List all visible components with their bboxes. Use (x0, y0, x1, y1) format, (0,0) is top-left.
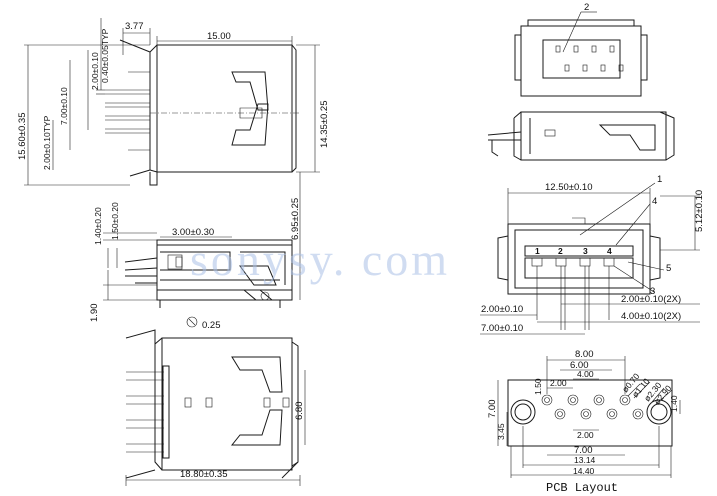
dim-top-view-height: 6.80 (294, 402, 305, 421)
pcb-dim-2: 2.00 (550, 378, 567, 388)
dim-width: 15.00 (207, 31, 231, 42)
pin-2: 2 (558, 246, 563, 256)
dim-front-bottom: 1.90 (89, 304, 100, 323)
dim-detail-c: 2.00±0.10(2X) (621, 294, 681, 305)
callout-4: 4 (652, 196, 657, 207)
pcb-dim-13-14: 13.14 (574, 455, 596, 465)
callout-3: 3 (650, 286, 655, 297)
pcb-dim-1-5: 1.50 (533, 378, 543, 395)
pcb-holes (510, 394, 672, 425)
dim-typ-1: 0.40±0.05TYP (100, 28, 110, 83)
side-view: 3.77 15.00 15.60±0.35 14.35±0.25 0.40±0.… (17, 18, 330, 186)
dim-detail-b: 7.00±0.10 (481, 323, 523, 334)
pin-1: 1 (535, 246, 540, 256)
pcb-dim-8: 8.00 (575, 349, 594, 360)
pcb-dim-3-45: 3.45 (496, 423, 506, 440)
side-view-2 (487, 111, 675, 161)
front-detail: 1 2 3 4 1 4 5 3 12.50±0.10 5.12±0.10 (480, 174, 705, 335)
dim-top-view-width: 18.80±0.35 (180, 469, 227, 480)
dim-top-offset: 3.77 (125, 21, 144, 32)
dim-top-2: 1.50±0.20 (110, 202, 120, 240)
callout-1: 1 (657, 174, 662, 185)
dim-detail-width: 12.50±0.10 (545, 182, 592, 193)
dim-detail-a: 2.00±0.10 (481, 304, 523, 315)
dim-pitch: 2.00±0.10 (90, 52, 100, 90)
pcb-dim-7: 7.00 (487, 400, 498, 419)
pin-pads (531, 257, 615, 267)
dim-detail-d: 4.00±0.10(2X) (621, 311, 681, 322)
dim-height-left: 15.60±0.35 (17, 113, 28, 160)
pcb-dim-14-40: 14.40 (573, 466, 595, 476)
pcb-dim-6: 6.00 (570, 360, 589, 371)
dim-detail-height: 5.12±0.10 (694, 190, 705, 232)
pcb-dim-2b: 2.00 (577, 430, 594, 440)
dim-height-right: 14.35±0.25 (319, 101, 330, 148)
contact-slots (555, 45, 624, 72)
pcb-dim-1-40: 1.40 (669, 395, 679, 412)
pcb-layout: 8.00 6.00 4.00 2.00 1.50 ø0.70 ø1.10 ø2.… (487, 349, 681, 495)
pcb-layout-title: PCB Layout (546, 481, 618, 495)
dim-front-width: 3.00±0.30 (172, 227, 214, 238)
callout-5: 5 (666, 263, 671, 274)
dim-span: 7.00±0.10 (59, 87, 69, 125)
dim-top-1: 1.40±0.20 (93, 207, 103, 245)
pin-3: 3 (583, 246, 588, 256)
callout-2: 2 (584, 2, 589, 13)
pcb-dim-7b: 7.00 (574, 445, 593, 456)
dim-front-height: 6.95±0.25 (290, 198, 301, 240)
front-view: 1.40±0.20 1.50±0.20 3.00±0.30 6.95±0.25 … (89, 172, 301, 322)
watermark: sonysy. com (190, 234, 450, 285)
dim-typ-2: 2.00±0.10TYP (42, 115, 52, 170)
face-view: 2 (514, 2, 648, 97)
pin-4: 4 (607, 246, 612, 256)
pcb-dim-4: 4.00 (577, 369, 594, 379)
top-view: 0.25 6.80 18.80±0.35 (125, 316, 306, 486)
thickness-label: 0.25 (202, 320, 221, 331)
